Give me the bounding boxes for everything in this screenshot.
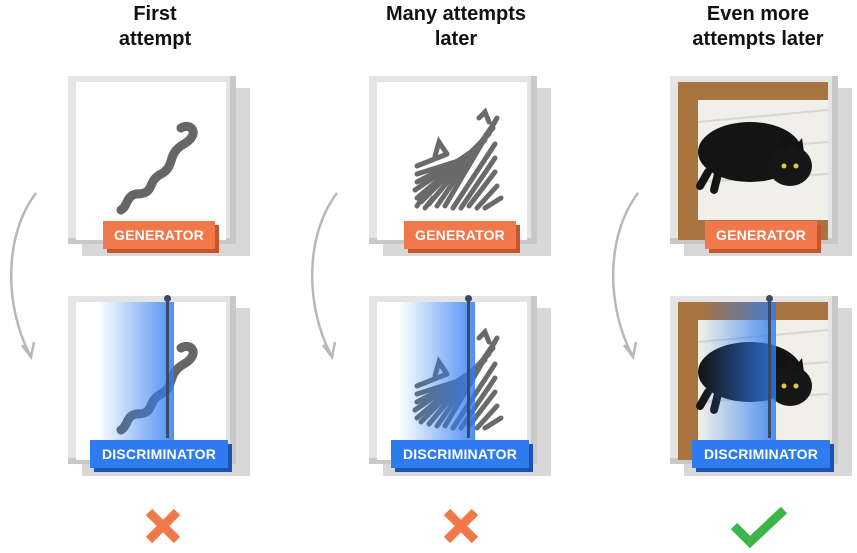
column-3-title-line1: Even more [706, 3, 810, 25]
discriminator-label-2: DISCRIMINATOR [391, 440, 529, 468]
column-3-title: Even more attempts later [648, 2, 857, 52]
curved-arrow-icon [10, 192, 37, 360]
squiggle-drawing [116, 122, 198, 215]
scribble-cat-drawing [412, 107, 504, 211]
column-2-title-line2: later [434, 28, 478, 50]
column-1-title-line2: attempt [118, 28, 192, 50]
discriminator-divider [768, 298, 771, 438]
cat-photo-image [678, 302, 828, 460]
scribble-cat-drawing [399, 302, 504, 460]
curved-arrow-icon [311, 192, 338, 360]
generator-output-scribble-cat [377, 82, 527, 240]
generator-label-1: GENERATOR [103, 221, 215, 249]
generator-label-2: GENERATOR [404, 221, 516, 249]
generator-card-3 [670, 76, 852, 256]
reject-x-icon [145, 508, 181, 544]
discriminator-view-cat-photo [678, 302, 828, 460]
squiggle-drawing [98, 302, 198, 460]
discriminator-divider-handle [164, 295, 171, 302]
discriminator-label-3: DISCRIMINATOR [692, 440, 830, 468]
discriminator-view-scribble-cat [377, 302, 527, 460]
generator-card-2 [369, 76, 551, 256]
generator-output-cat-photo [678, 82, 828, 240]
discriminator-view-squiggle [76, 302, 226, 460]
accept-checkmark-icon [730, 506, 788, 549]
discriminator-card-3 [670, 295, 852, 476]
discriminator-divider [467, 298, 470, 438]
generator-label-3: GENERATOR [705, 221, 817, 249]
discriminator-divider-handle [766, 295, 773, 302]
cat-photo-image [678, 82, 828, 240]
discriminator-card-1 [68, 295, 250, 476]
curved-arrow-icon [612, 192, 639, 360]
discriminator-label-1: DISCRIMINATOR [90, 440, 228, 468]
column-2-title: Many attempts later [346, 2, 566, 52]
column-1-title: First attempt [45, 2, 265, 52]
reject-x-icon [443, 508, 479, 544]
column-1-title-line1: First [133, 3, 177, 25]
column-3-title-line2: attempts later [692, 28, 824, 50]
generator-card-1 [68, 76, 250, 256]
generator-output-squiggle [76, 82, 226, 240]
discriminator-divider-handle [465, 295, 472, 302]
discriminator-card-2 [369, 295, 551, 476]
column-2-title-line1: Many attempts [385, 3, 527, 25]
discriminator-divider [166, 298, 169, 438]
